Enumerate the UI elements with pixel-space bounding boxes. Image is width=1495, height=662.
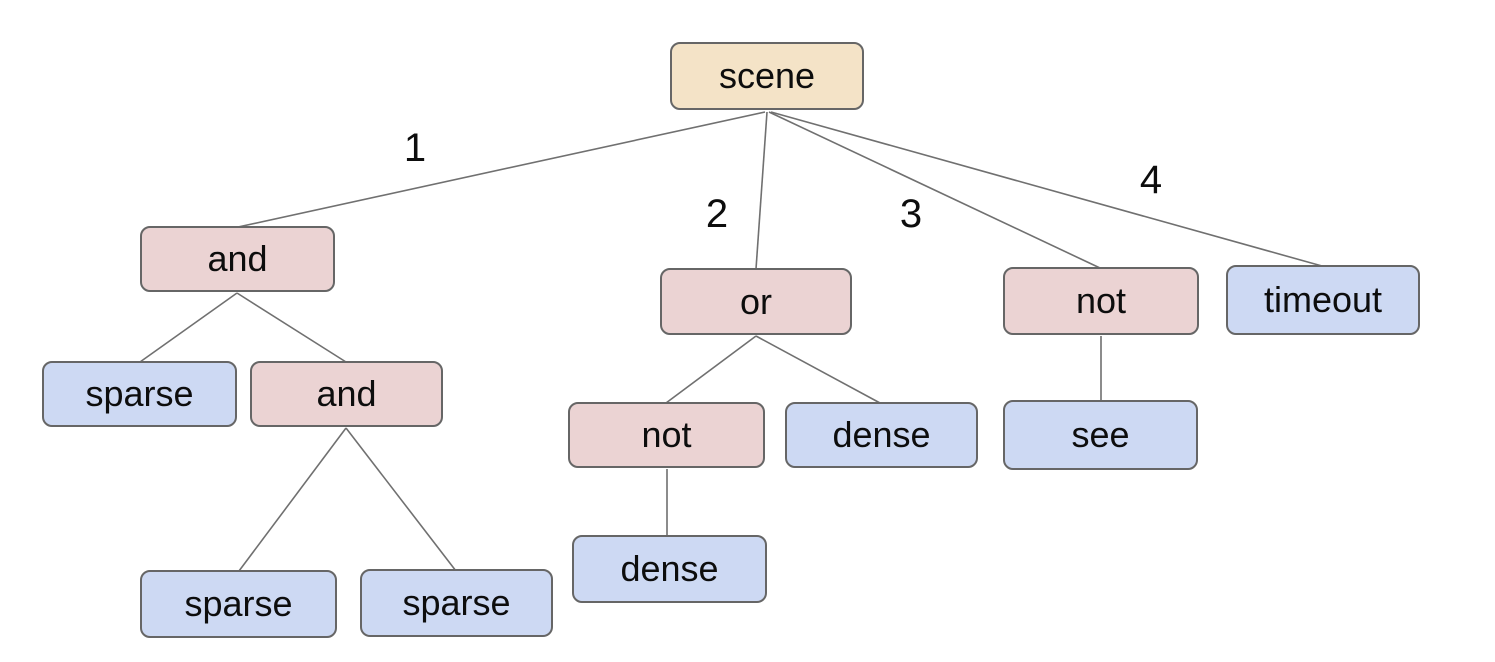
edge-and1-and2 <box>236 292 347 363</box>
edge-label-1: 1 <box>403 126 427 170</box>
edge-and1-sparse1 <box>139 292 238 363</box>
tree-node-not-1: not <box>1003 267 1199 335</box>
edge-scene-or <box>755 111 768 270</box>
tree-node-scene: scene <box>670 42 864 110</box>
edge-or-not2 <box>665 335 757 404</box>
tree-node-not-2: not <box>568 402 765 468</box>
edge-and2-sparse3 <box>345 427 457 572</box>
edge-scene-not1 <box>768 111 1101 269</box>
tree-node-timeout: timeout <box>1226 265 1420 335</box>
tree-node-or: or <box>660 268 852 335</box>
edge-scene-and1 <box>237 111 766 228</box>
edge-or-dense1 <box>755 335 881 404</box>
tree-node-dense-2: dense <box>572 535 767 603</box>
tree-node-sparse-1: sparse <box>42 361 237 427</box>
tree-node-see: see <box>1003 400 1198 470</box>
tree-node-sparse-3: sparse <box>360 569 553 637</box>
edge-label-4: 4 <box>1139 158 1163 202</box>
tree-node-dense-1: dense <box>785 402 978 468</box>
edge-label-3: 3 <box>899 192 923 236</box>
edge-label-2: 2 <box>705 192 729 236</box>
tree-node-sparse-2: sparse <box>140 570 337 638</box>
edge-scene-timeout <box>770 111 1323 267</box>
edge-and2-sparse2 <box>238 427 347 572</box>
tree-node-and-2: and <box>250 361 443 427</box>
tree-node-and-1: and <box>140 226 335 292</box>
